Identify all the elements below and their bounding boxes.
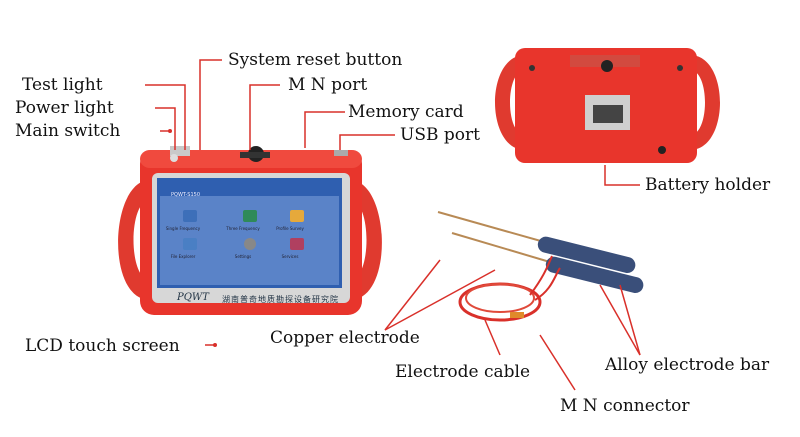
label-memory-card: Memory card bbox=[348, 102, 464, 122]
app-profile-survey[interactable]: Profile Survey bbox=[276, 226, 304, 231]
label-alloy-electrode-bar: Alloy electrode bar bbox=[605, 355, 770, 375]
app-single-frequency[interactable]: Single Frequency bbox=[165, 226, 201, 231]
label-usb-port: USB port bbox=[400, 125, 480, 145]
label-copper-electrode: Copper electrode bbox=[270, 328, 420, 348]
label-power-light: Power light bbox=[15, 98, 114, 118]
lcd-screen-ui: PQWT-S150 Single Frequency Three Frequen… bbox=[157, 178, 342, 288]
label-battery-holder: Battery holder bbox=[645, 175, 771, 195]
label-lcd-touch-screen: LCD touch screen bbox=[25, 336, 180, 356]
device-brand-cn: 湖南普奇地质勘探设备研究院 bbox=[222, 295, 339, 304]
label-test-light: Test light bbox=[22, 75, 103, 95]
app-settings[interactable]: Settings bbox=[234, 254, 252, 259]
right-handle bbox=[350, 180, 382, 300]
screen-title: PQWT-S150 bbox=[171, 192, 201, 198]
app-three-frequency[interactable]: Three Frequency bbox=[226, 226, 260, 231]
label-system-reset: System reset button bbox=[228, 50, 403, 70]
label-electrode-cable: Electrode cable bbox=[395, 362, 531, 382]
app-file-explorer[interactable]: File Explorer bbox=[170, 254, 196, 259]
label-main-switch: Main switch bbox=[15, 121, 121, 141]
device-brand: PQWT bbox=[177, 292, 209, 303]
app-services[interactable]: Services bbox=[281, 254, 299, 259]
label-mn-port: M N port bbox=[288, 75, 368, 95]
label-mn-connector: M N connector bbox=[560, 396, 690, 416]
left-handle bbox=[118, 180, 150, 300]
